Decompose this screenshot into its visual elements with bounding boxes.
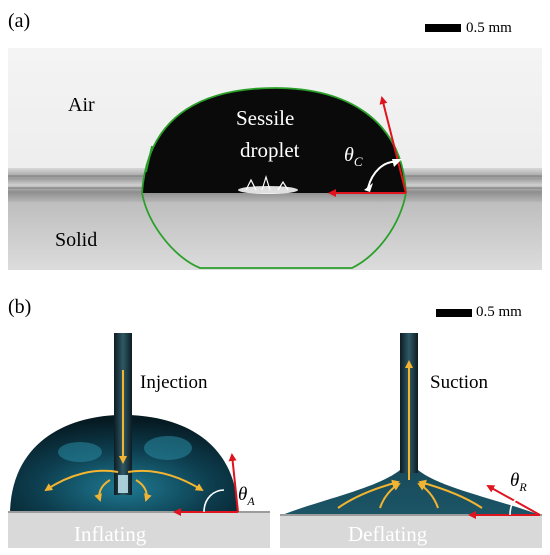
scale-bar-a-label: 0.5 mm (466, 20, 512, 36)
up-flow-arrow-left (379, 483, 401, 509)
deflating-substrate (280, 515, 542, 548)
advancing-angle-label: θA (238, 484, 255, 509)
medium-air-label: Air (68, 94, 95, 116)
angle-subscript: R (519, 479, 527, 494)
droplet-reflection (238, 174, 298, 194)
tangent-vector (379, 96, 407, 194)
panel-a-solid-substrate (8, 200, 542, 270)
medium-solid-label: Solid (55, 229, 98, 251)
inflating-needle-glint (118, 475, 128, 493)
inflating-substrate (8, 512, 270, 548)
up-flow-arrow-right (417, 483, 439, 509)
sessile-droplet (142, 88, 406, 193)
contour-tangent-left (145, 145, 153, 173)
panel-b-left (8, 318, 270, 548)
panel-b-label: (b) (8, 296, 32, 318)
suction-label: Suction (430, 372, 489, 393)
angle-arc-a (203, 489, 225, 513)
inflating-highlight (58, 442, 102, 462)
scale-bar-b (436, 309, 472, 317)
angle-symbol: θ (344, 144, 354, 166)
advancing-tangent-vector (228, 453, 239, 513)
receding-angle-label: θR (510, 470, 527, 495)
panel-a-label: (a) (8, 10, 31, 32)
scale-bar-a (425, 24, 461, 32)
injection-label: Injection (140, 372, 208, 393)
droplet-mirror-contour (141, 192, 407, 269)
angle-symbol: θ (238, 484, 248, 505)
inflating-highlight (144, 436, 192, 460)
angle-subscript: A (247, 493, 255, 508)
angle-arc-r (509, 499, 517, 516)
spread-flow-arrow-right (127, 469, 204, 492)
panel-a (8, 24, 542, 270)
droplet-label-line1: Sessile (236, 106, 295, 130)
angle-subscript: C (353, 154, 363, 169)
down-flow-arrow-left (94, 479, 111, 502)
inflating-label: Inflating (74, 522, 147, 546)
panel-b-right (280, 309, 542, 548)
deflating-label: Deflating (348, 522, 428, 546)
angle-arc-c-head-left (364, 183, 373, 192)
droplet-fitted-contour (141, 87, 407, 194)
spread-flow-arrow-left (44, 469, 119, 492)
down-flow-arrow-right (135, 479, 152, 502)
angle-symbol: θ (510, 470, 520, 491)
contact-angle-label: θC (344, 144, 363, 170)
scale-bar-b-label: 0.5 mm (476, 304, 522, 320)
droplet-label-line2: droplet (240, 138, 300, 162)
angle-arc-c-head-right (392, 159, 402, 167)
